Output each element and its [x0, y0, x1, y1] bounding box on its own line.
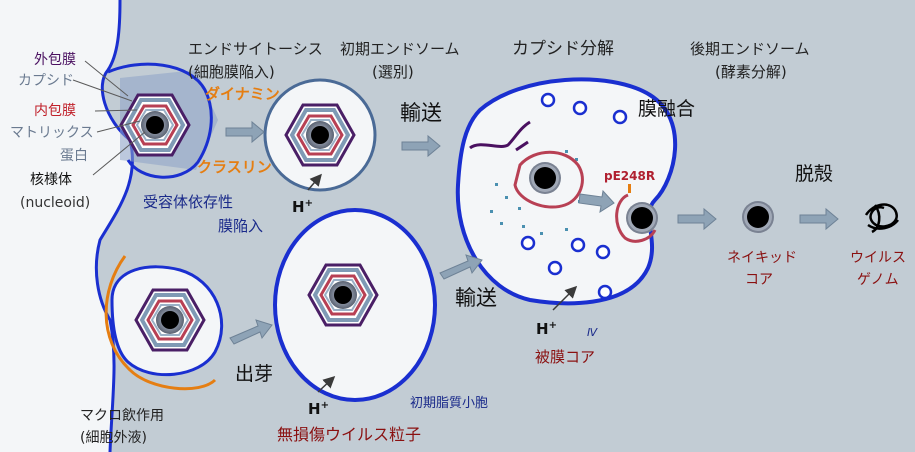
virion-entering: [119, 93, 191, 157]
label-capsid: カプシド: [18, 73, 74, 89]
label-outer-envelope: 外包膜: [34, 52, 76, 68]
label-matrix-1: マトリックス: [10, 125, 94, 141]
pe248r-marker: [628, 184, 631, 193]
label-inner-envelope: 内包膜: [34, 103, 76, 119]
label-clathrin: クラスリン: [197, 158, 272, 176]
label-dynamin: ダイナミン: [205, 85, 280, 103]
naked-core: [742, 201, 774, 233]
label-proton-bottom: H+: [308, 400, 329, 418]
label-uncoating: 脱殻: [795, 163, 833, 185]
label-transport-bottom: 輸送: [455, 286, 497, 310]
invagination-membrane: [107, 62, 213, 179]
label-transport-top: 輸送: [400, 101, 442, 125]
label-pe248r: pE248R: [604, 169, 655, 183]
viral-genome-icon: [864, 203, 899, 234]
proton-arrow-top: [307, 173, 322, 191]
flow-arrows: [225, 120, 839, 345]
coated-core: [529, 162, 561, 194]
label-nucleoid-2: (nucleoid): [20, 195, 90, 211]
virion-early-endosome: [284, 103, 356, 167]
virion-macropinocytosis: [134, 288, 206, 352]
inner-envelope-fragment: [515, 140, 529, 152]
macropinocytosis-arm: [104, 255, 217, 391]
label-nucleoid-1: 核様体: [30, 172, 72, 188]
label-endocytosis-2: (細胞膜陥入): [188, 63, 275, 81]
virion-intact: [307, 263, 379, 327]
proton-arrow-bottom: [317, 375, 336, 393]
intraluminal-vesicles: [520, 92, 628, 300]
late-endosome: [455, 77, 677, 306]
label-viral-genome-1: ウイルス: [850, 250, 906, 266]
label-matrix-2: 蛋白: [60, 148, 88, 164]
label-receptor-1: 受容体依存性: [143, 193, 233, 211]
label-membrane-fusion: 膜融合: [638, 98, 695, 120]
label-naked-core-2: コア: [745, 272, 773, 288]
label-capsid-disassembly: カプシド分解: [512, 39, 614, 59]
label-budding: 出芽: [235, 363, 273, 385]
label-naked-core-1: ネイキッド: [727, 250, 797, 266]
extracellular-space: [0, 0, 133, 452]
label-late-endosome-1: 後期エンドソーム: [690, 40, 810, 58]
capsid-fragments: [490, 150, 581, 235]
label-iv: Ⅳ: [587, 326, 598, 339]
label-macro-2: (細胞外液): [80, 430, 147, 446]
label-early-endosome-2: (選別): [372, 63, 414, 81]
label-intact-particle: 無損傷ウイルス粒子: [277, 425, 421, 444]
coated-core-envelope: [513, 150, 584, 209]
label-leader-lines: [72, 60, 146, 176]
fusing-core: [626, 202, 658, 234]
fusion-envelope: [615, 193, 657, 243]
label-early-lipid-vesicle: 初期脂質小胞: [410, 396, 488, 411]
label-proton-mid: H+: [536, 320, 557, 338]
label-receptor-2: 膜陥入: [218, 217, 263, 235]
label-macro-1: マクロ飲作用: [80, 408, 164, 424]
label-proton-top: H+: [292, 198, 313, 216]
outer-envelope-fragment: [469, 120, 531, 150]
label-early-endosome-1: 初期エンドソーム: [340, 40, 460, 58]
proton-arrow-mid: [552, 285, 578, 311]
label-late-endosome-2: (酵素分解): [715, 63, 787, 81]
label-coated-core: 被膜コア: [535, 348, 595, 366]
label-viral-genome-2: ゲノム: [857, 272, 899, 288]
label-endocytosis-1: エンドサイトーシス: [188, 40, 323, 58]
